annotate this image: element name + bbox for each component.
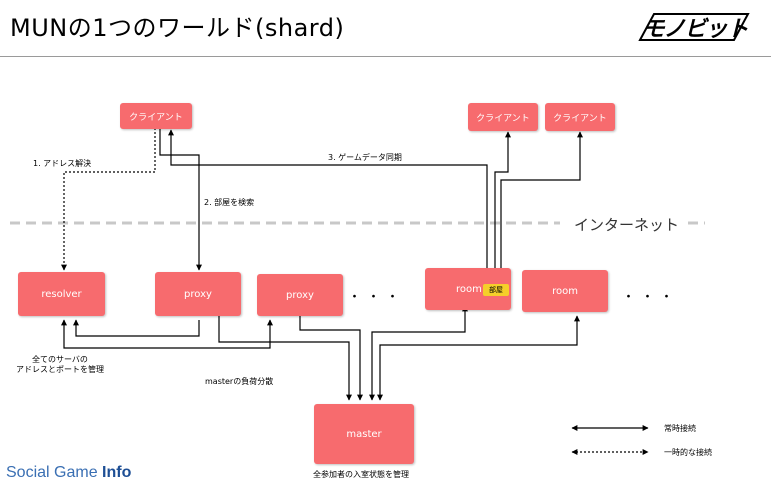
client-node-3: クライアント [545,103,615,131]
client-node-3-label: クライアント [553,113,607,124]
step-3-label: 3. ゲームデータ同期 [328,153,402,162]
room-node-2-label: room [552,285,578,297]
title-divider [0,56,771,57]
room-badge: 部屋 [483,284,509,296]
resolver-node-label: resolver [41,288,82,300]
room-ellipsis: ・・・ [622,290,680,305]
page-title: MUNの1つのワールド(shard) [10,14,345,42]
arrow-room2-master [377,315,580,401]
resolver-node: resolver [18,272,105,316]
arrow-resolver-proxy1 [73,319,200,337]
master-load-label: masterの負荷分散 [205,377,274,386]
master-note: 全参加者の入室状態を管理 [313,470,409,479]
arrow-proxy1-master [218,316,352,401]
arrow-client3-room [498,131,583,281]
proxy-node-1-label: proxy [184,288,212,300]
proxy-node-2: proxy [257,274,343,316]
client-node-1: クライアント [120,103,192,129]
legend-temporary-label: 一時的な接続 [664,448,712,457]
room-node-1-label: room [456,283,482,295]
arrow-resolver-proxy2 [61,319,273,349]
proxy-ellipsis: ・・・ [348,290,406,305]
social-game-info-logo: Social Game Info [6,464,131,482]
arrow-proxy2-master [299,316,363,401]
footer-brand-part-2: Info [102,464,132,481]
client-node-2-label: クライアント [476,113,530,124]
monobit-logo: モノビット [636,8,754,46]
footer-brand-part-1: Social Game [6,464,103,481]
room-node-2: room [522,270,608,312]
resolver-note-line-2: アドレスとポートを管理 [16,365,104,374]
arrow-room1-master [369,305,468,401]
proxy-node-1: proxy [155,272,241,316]
arrow-game-sync [168,129,490,281]
legend-persistent-label: 常時接続 [664,424,696,433]
step-2-label: 2. 部屋を検索 [204,198,255,207]
resolver-note-line-1: 全てのサーバの [32,355,88,364]
internet-label: インターネット [574,216,680,234]
step-1-label: 1. アドレス解決 [33,159,92,168]
master-node: master [314,404,414,464]
arrow-address-resolution [61,128,156,271]
client-node-2: クライアント [468,103,538,131]
master-node-label: master [346,428,382,440]
logo-text: モノビット [642,17,748,42]
client-node-1-label: クライアント [129,112,183,123]
arrow-room-search [159,128,202,271]
proxy-node-2-label: proxy [286,289,314,301]
